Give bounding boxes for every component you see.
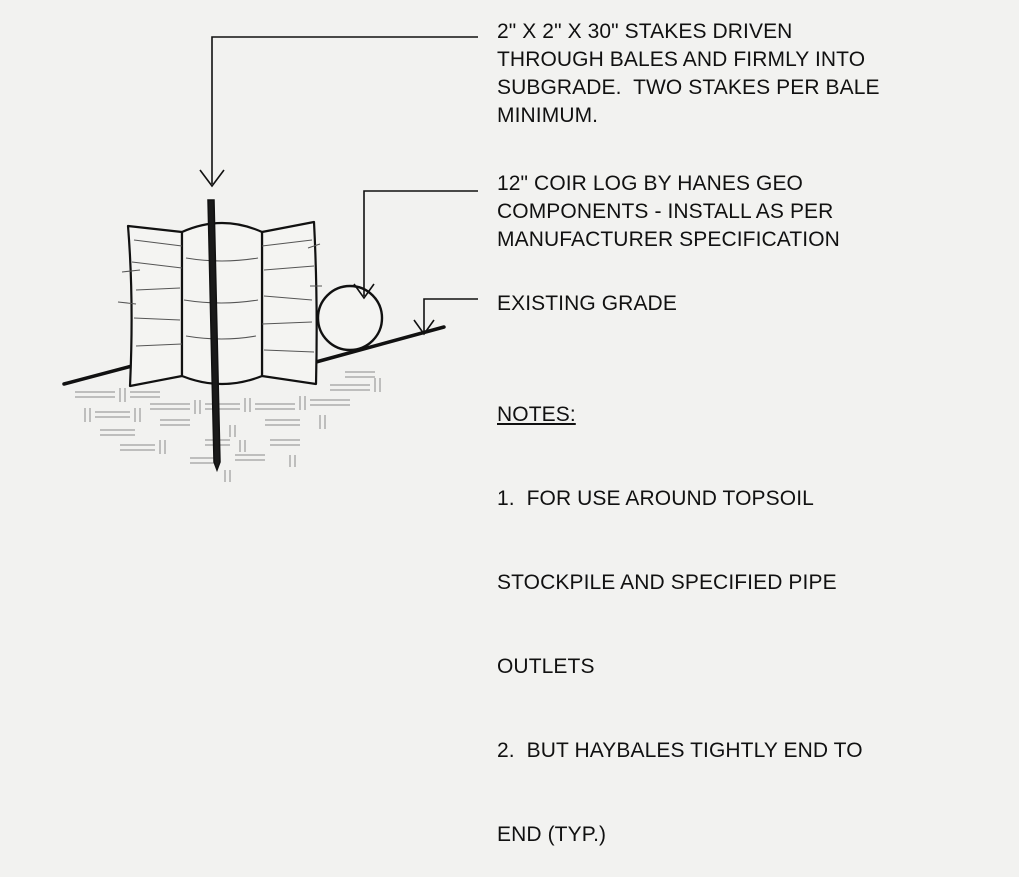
haybale [126,220,318,388]
note-line: OUTLETS [497,655,595,678]
soil-hatch [75,371,381,482]
note-line: 1. FOR USE AROUND TOPSOIL [497,487,814,510]
coir-log [316,284,384,352]
existing-grade-callout-text: EXISTING GRADE [497,292,677,315]
notes-heading: NOTES: [497,403,576,426]
stakes-callout-text: 2" X 2" X 30" STAKES DRIVEN THROUGH BALE… [497,20,880,127]
coir-log-callout-text: 12" COIR LOG BY HANES GEO COMPONENTS - I… [497,172,840,251]
note-line: STOCKPILE AND SPECIFIED PIPE [497,571,837,594]
note-line: END (TYP.) [497,823,607,846]
wood-stake [207,199,221,473]
haybale-right-wing [260,220,318,386]
haybale-detail-drawing [62,36,478,482]
haybale-left-wing [126,224,184,388]
notes-block: NOTES: 1. FOR USE AROUND TOPSOIL STOCKPI… [497,345,863,877]
leader-existing-grade [413,298,478,336]
leader-coir-log [353,190,478,300]
note-line: 2. BUT HAYBALES TIGHTLY END TO [497,739,863,762]
leader-stakes [199,36,478,188]
haybale-straw-texture [117,239,322,353]
